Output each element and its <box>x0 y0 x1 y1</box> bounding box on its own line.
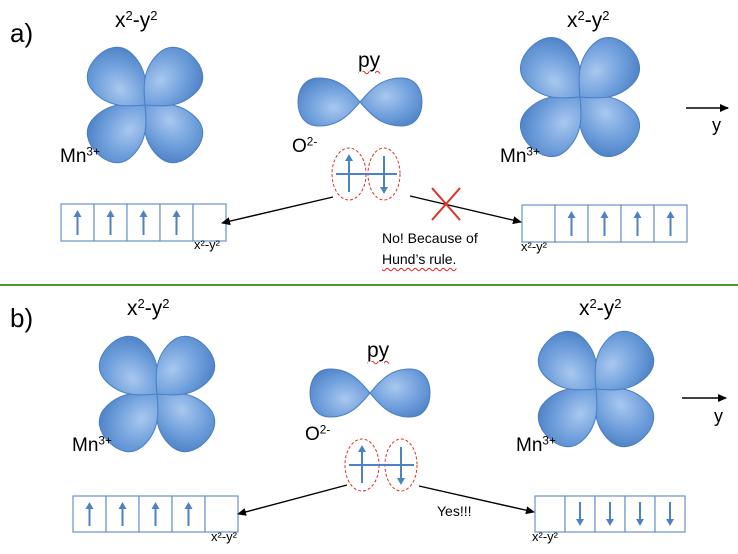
panel-a-pair-spin-down <box>380 156 388 194</box>
panel-a-left-lobe-1 <box>143 103 204 164</box>
panel-a-left-spin-up-1 <box>73 210 82 235</box>
panel-a-left-spin-up-3 <box>139 210 148 235</box>
panel-b-left-orbital-boxes <box>72 495 239 533</box>
panel-b-left-lobe-1 <box>155 392 216 453</box>
panel-b-py-orbital <box>309 368 431 418</box>
panel-b-left-spin-up-4 <box>184 502 193 526</box>
panel-a-left-orbital-boxes <box>60 203 227 242</box>
panel-a-pair-spin-up <box>345 154 353 192</box>
panel-a-note: No! Because of Hund’s rule. <box>382 228 478 270</box>
panel-a-right-orbital-boxes <box>521 204 688 243</box>
panel-a-electron-pair <box>331 147 401 201</box>
panel-a-py-lobe-left <box>297 77 361 127</box>
panel-b-left-spin-up-2 <box>118 502 127 526</box>
panel-a-right-orbital <box>519 36 641 158</box>
panel-b-right-lobe-4 <box>594 330 655 391</box>
panel-b-right-lobe-1 <box>594 387 655 448</box>
panel-b-right-box-1 <box>534 495 566 533</box>
panel-a-right-lobe-1 <box>578 95 641 158</box>
panel-b-left-orbital-name: x2-y2 <box>127 295 170 320</box>
panel-a-py-label: py <box>358 49 381 72</box>
panel-b-right-boxes-caption: x²-y² <box>532 529 558 544</box>
panel-b-right-lobe-3 <box>537 330 598 391</box>
panel-b-right-spin-down-3 <box>606 502 614 526</box>
panel-b-arrow-to-right-boxes <box>418 485 535 515</box>
panel-a-forbidden-cross <box>431 187 461 221</box>
panel-b-py-lobe-left <box>309 368 371 418</box>
panel-b-left-boxes-caption: x²-y² <box>211 529 237 544</box>
panel-a-right-spin-up-2 <box>567 211 576 236</box>
panel-a-left-spin-up-2 <box>106 210 115 235</box>
panel-a-oxygen-label: O2- <box>292 135 318 157</box>
panel-a-right-lobe-2 <box>519 95 582 158</box>
panel-a-right-spin-up-3 <box>600 211 609 236</box>
panel-b-left-lobe-3 <box>98 335 159 396</box>
panel-b-electron-pair <box>344 438 418 492</box>
panel-b-left-spin-up-1 <box>85 502 94 526</box>
panel-a-right-spin-up-4 <box>633 211 642 236</box>
panel-a-left-orbital-name: x2-y2 <box>115 7 158 32</box>
panel-b-right-orbital-name: x2-y2 <box>579 295 622 320</box>
panel-a-right-ion-label: Mn3+ <box>500 145 540 167</box>
panel-b-right-spin-down-2 <box>576 502 584 526</box>
panel-b-right-lobe-2 <box>537 387 598 448</box>
panel-a-left-orbital <box>86 46 204 164</box>
panel-b-left-box-5 <box>204 495 239 533</box>
panel-b-left-orbital <box>98 335 216 453</box>
panel-b-left-lobe-4 <box>155 335 216 396</box>
panel-a-left-ion-label: Mn3+ <box>60 145 100 167</box>
panel-b-right-orbital-boxes <box>534 495 686 533</box>
panel-b-arrow-to-left-boxes <box>237 484 348 516</box>
panel-a-note-line2: Hund’s rule. <box>382 251 457 267</box>
panel-b-py-lobe-right <box>369 368 431 418</box>
panel-a-right-spin-up-5 <box>666 211 675 236</box>
panel-a-arrow-to-left-boxes <box>221 196 334 226</box>
panel-b-right-orbital <box>537 330 655 448</box>
panel-b-note: Yes!!! <box>437 503 472 519</box>
panel-a-right-lobe-3 <box>519 36 582 99</box>
panel-b-pair-spin-up <box>358 445 366 483</box>
panel-a-py-orbital <box>297 77 423 127</box>
panel-a-left-lobe-3 <box>86 46 147 107</box>
panel-a-right-lobe-4 <box>578 36 641 99</box>
panel-b-left-spin-up-3 <box>151 502 160 526</box>
panel-a-note-line1: No! Because of <box>382 230 478 246</box>
panel-a-right-orbital-name: x2-y2 <box>567 7 610 32</box>
panel-b-right-spin-down-4 <box>636 502 644 526</box>
panel-a-left-lobe-4 <box>143 46 204 107</box>
panel-b-pair-spin-down <box>397 447 405 485</box>
panel-b-axis-label: y <box>714 406 723 426</box>
panel-a-right-boxes-caption: x²-y² <box>521 239 547 254</box>
panel-b-left-lobe-2 <box>98 392 159 453</box>
panel-a-left-spin-up-4 <box>172 210 181 235</box>
panel-a-arrow-to-right-boxes <box>409 195 522 225</box>
panel-a-label: a) <box>10 18 34 48</box>
panel-a-axis-label: y <box>712 115 721 135</box>
panel-b-right-ion-label: Mn3+ <box>516 434 556 456</box>
panel-a-left-lobe-2 <box>86 103 147 164</box>
panel-a-left-boxes-caption: x²-y² <box>194 237 220 252</box>
panel-b-py-label: py <box>367 339 390 362</box>
panel-a-right-box-1 <box>521 204 556 243</box>
panel-b-label: b) <box>10 303 34 333</box>
panel-b-right-spin-down-5 <box>666 502 674 526</box>
panel-b-left-ion-label: Mn3+ <box>72 434 112 456</box>
panel-a-left-box-5 <box>192 203 227 242</box>
panel-b-oxygen-label: O2- <box>305 423 331 445</box>
panel-a-py-lobe-right <box>359 77 423 127</box>
